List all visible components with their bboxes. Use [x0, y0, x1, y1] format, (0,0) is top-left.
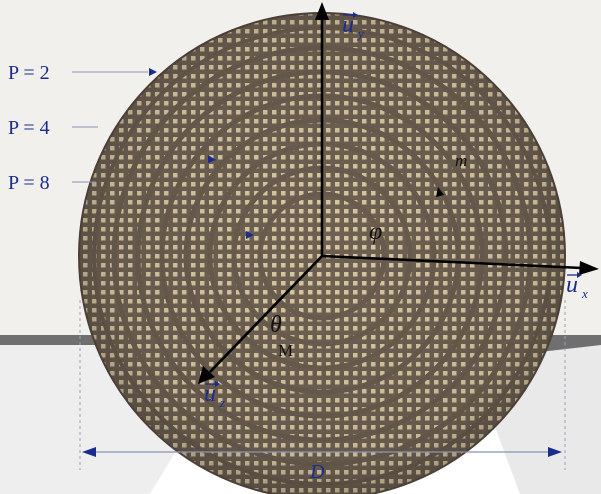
marker-p2 — [149, 68, 157, 76]
label-D: D — [309, 461, 325, 483]
axis-y-arrowhead — [315, 2, 329, 20]
dim-arrow-right — [548, 447, 562, 457]
label-uz: u z — [204, 381, 225, 410]
uy-vector-head — [353, 12, 358, 18]
ux-letter: u — [566, 272, 578, 298]
label-p8: P = 8 — [8, 172, 50, 194]
uz-subscript: z — [219, 395, 225, 410]
coordinate-axes — [198, 2, 599, 384]
axis-z — [209, 255, 323, 373]
axis-x — [321, 254, 583, 270]
axis-z-arrowhead — [198, 366, 215, 384]
uy-subscript: y — [356, 26, 364, 41]
label-phi: φ — [369, 219, 382, 245]
label-M: M — [278, 341, 293, 360]
period-labels: P = 2 P = 4 P = 8 — [8, 62, 157, 194]
label-uy: u y — [342, 12, 364, 41]
uz-vector-head — [215, 381, 220, 387]
uz-letter: u — [204, 381, 216, 407]
ux-subscript: x — [581, 286, 588, 301]
label-m-small: m — [455, 151, 467, 170]
marker-ring-4 — [208, 155, 216, 163]
axis-x-arrowhead — [579, 261, 599, 275]
label-p4: P = 4 — [8, 117, 50, 139]
marker-ring-8 — [246, 231, 254, 239]
ux-vector-head — [577, 272, 582, 278]
label-p2: P = 2 — [8, 62, 50, 84]
point-m-marker — [436, 187, 444, 197]
diameter-dimension: D — [79, 300, 566, 483]
uy-letter: u — [342, 12, 354, 38]
dim-arrow-left — [82, 447, 96, 457]
label-theta: θ — [270, 312, 282, 338]
label-ux: u x — [566, 272, 588, 301]
